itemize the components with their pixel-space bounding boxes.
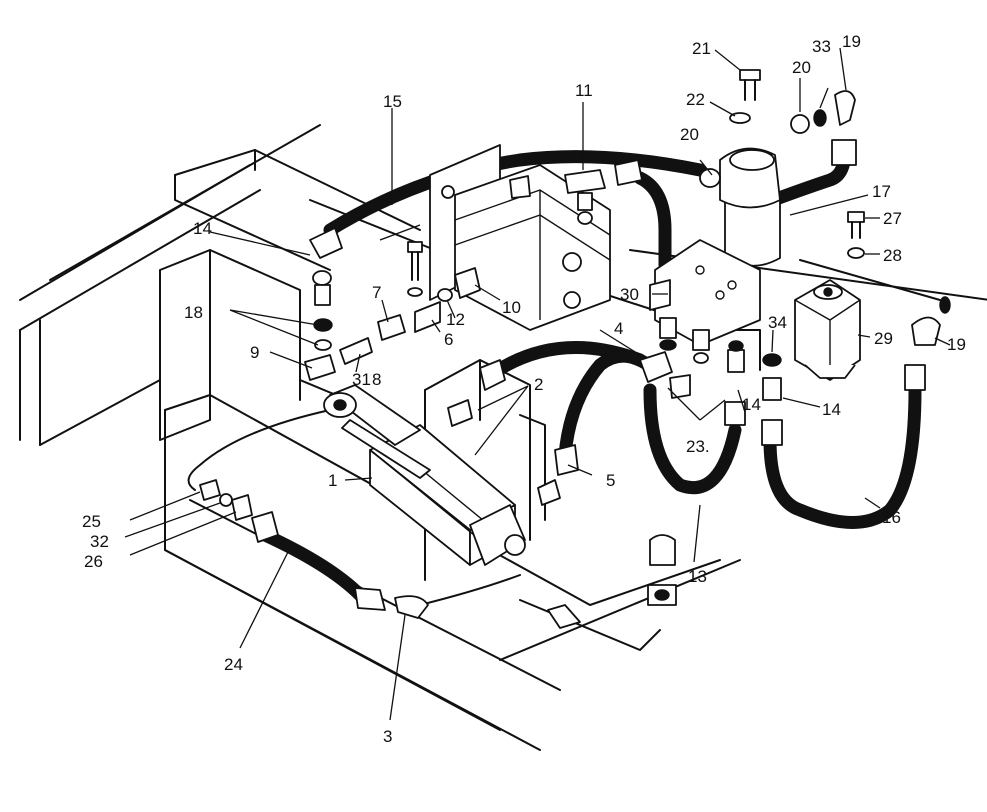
callout-19-right: 19	[947, 335, 966, 354]
callout-14-right: 14	[822, 400, 841, 419]
callout-20-filter: 20	[680, 125, 699, 144]
callout-33: 33	[812, 37, 831, 56]
callout-7: 7	[372, 283, 381, 302]
callout-10: 10	[502, 298, 521, 317]
callout-13: 13	[688, 567, 707, 586]
callout-29: 29	[874, 329, 893, 348]
callout-9: 9	[250, 343, 259, 362]
callout-14-center: 14	[742, 395, 761, 414]
callout-4: 4	[614, 319, 623, 338]
callout-26: 26	[84, 552, 103, 571]
callout-17: 17	[872, 182, 891, 201]
callout-1: 1	[328, 471, 337, 490]
cable-run	[187, 409, 521, 606]
callout-19-top: 19	[842, 32, 861, 51]
callout-27: 27	[883, 209, 902, 228]
callout-12: 12	[446, 310, 465, 329]
callout-31: 31	[352, 370, 371, 389]
reservoir-29	[794, 279, 951, 381]
callout-24: 24	[224, 655, 243, 674]
hose-5	[558, 349, 662, 462]
hose-13	[643, 383, 742, 495]
callout-16: 16	[882, 508, 901, 527]
callout-2: 2	[534, 375, 543, 394]
callout-6: 6	[444, 330, 453, 349]
filter-assembly	[699, 69, 856, 267]
callout-22: 22	[686, 90, 705, 109]
callout-labels: 1 2 3 4 5 6 7 8 9 10 11 12 13 14 14 14 1…	[82, 32, 966, 746]
mounting-bracket	[649, 239, 761, 346]
hydraulic-cylinder	[323, 384, 526, 566]
callout-32: 32	[90, 532, 109, 551]
fittings	[199, 139, 941, 629]
callout-18: 18	[184, 303, 203, 322]
callout-14-left: 14	[193, 219, 212, 238]
leader-lines	[124, 47, 951, 721]
callout-3: 3	[383, 727, 392, 746]
callout-25: 25	[82, 512, 101, 531]
hydraulic-pump	[429, 144, 611, 331]
callout-5: 5	[606, 471, 615, 490]
callout-8: 8	[372, 370, 381, 389]
callout-20-top: 20	[792, 58, 811, 77]
hose-11-branch	[633, 171, 672, 272]
callout-15: 15	[383, 92, 402, 111]
hose-16	[763, 383, 922, 529]
callout-28: 28	[883, 246, 902, 265]
callout-23: 23.	[686, 437, 710, 456]
hose-24	[258, 528, 367, 602]
callout-34: 34	[768, 313, 787, 332]
callout-21: 21	[692, 39, 711, 58]
callout-30: 30	[620, 285, 639, 304]
callout-11: 11	[575, 81, 593, 100]
